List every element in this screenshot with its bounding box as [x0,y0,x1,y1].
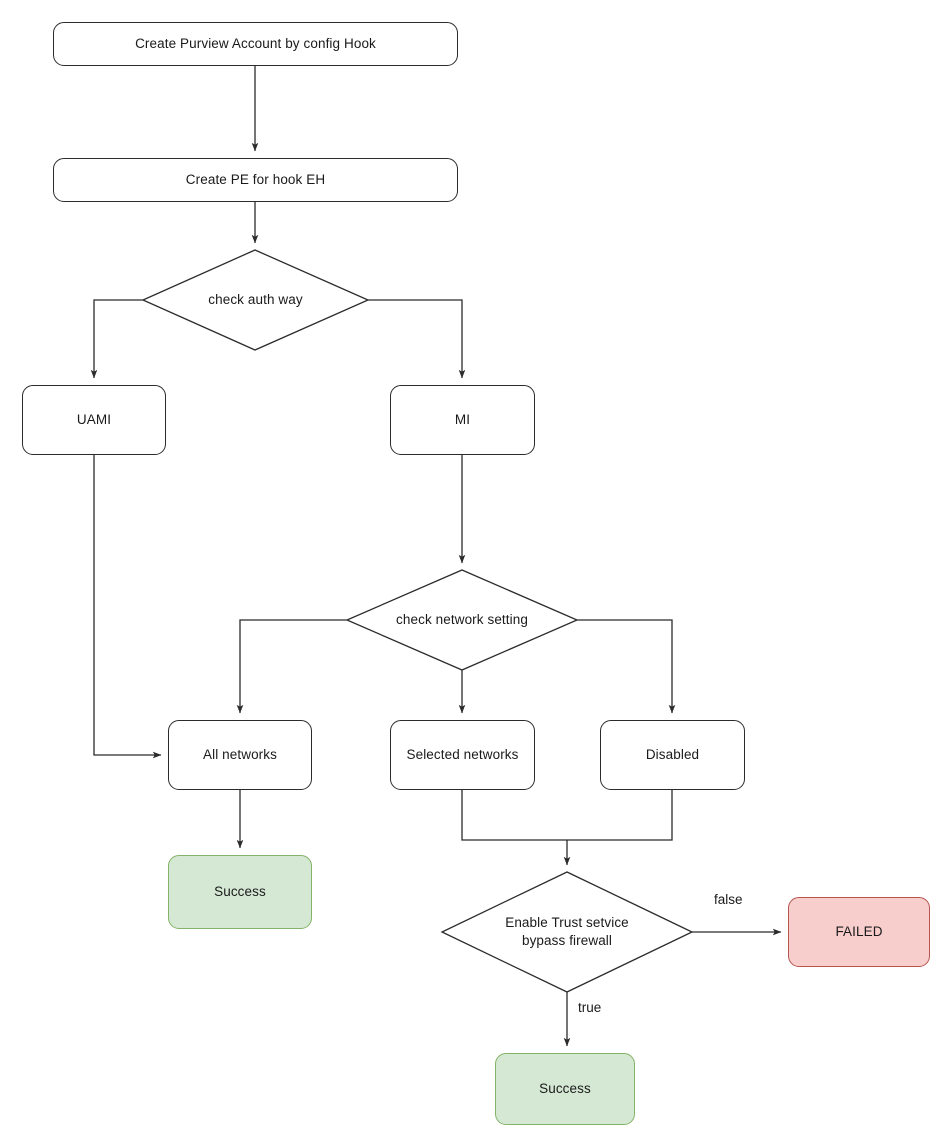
node-label: Disabled [645,746,700,762]
node-label: FAILED [835,923,883,939]
node-create-pe-for-hook-eh[interactable]: Create PE for hook EH [53,158,458,202]
node-disabled[interactable]: Disabled [600,720,745,790]
node-check-network-setting[interactable]: check network setting [347,570,577,670]
node-uami[interactable]: UAMI [22,385,166,455]
node-label: Create PE for hook EH [185,171,326,187]
node-label-line-1: Enable Trust setvice [505,914,629,930]
edge-label-true: true [578,1000,602,1015]
node-failed[interactable]: FAILED [788,897,930,967]
node-enable-trust-service-bypass-firewall[interactable]: Enable Trust setvice bypass firewall [442,872,692,992]
node-label-line-2: bypass firewall [521,933,613,948]
node-check-auth-way[interactable]: check auth way [143,250,368,350]
node-label: MI [454,411,471,427]
edge-label-false: false [714,892,743,907]
edge-check-auth-to-uami [90,299,143,379]
node-label: Create Purview Account by config Hook [135,35,376,51]
node-create-purview-account[interactable]: Create Purview Account by config Hook [53,22,458,66]
node-label: Success [539,1080,591,1096]
node-mi[interactable]: MI [390,385,535,455]
node-label: Success [214,883,266,899]
node-label: Enable Trust setvice bypass firewall [505,914,629,950]
node-success-left[interactable]: Success [168,855,312,929]
node-label: All networks [203,746,277,762]
node-success-bottom[interactable]: Success [495,1053,635,1125]
edge-merge-bar-selected-disabled [461,790,673,841]
edge-check-network-to-all-networks [236,619,347,714]
node-label: check auth way [208,291,303,307]
node-all-networks[interactable]: All networks [168,720,312,790]
edge-check-auth-to-mi [368,299,466,379]
edge-uami-to-all-networks [93,455,162,759]
node-label: Selected networks [406,746,519,762]
node-label: UAMI [76,411,112,427]
edge-check-network-to-disabled [577,619,676,714]
node-label: check network setting [396,611,528,627]
node-selected-networks[interactable]: Selected networks [390,720,535,790]
